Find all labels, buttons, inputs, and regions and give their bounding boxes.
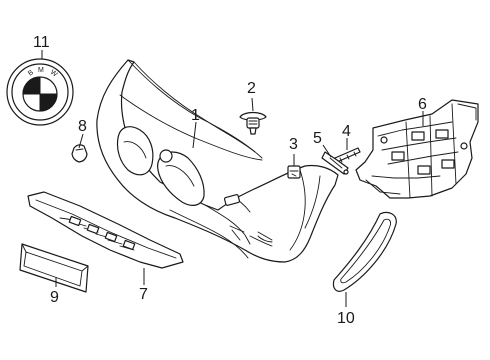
callout-5: 5 <box>313 130 322 147</box>
callout-11: 11 <box>33 34 50 51</box>
leader-lines <box>41 50 424 307</box>
callout-4: 4 <box>342 123 351 140</box>
callout-3: 3 <box>289 136 298 153</box>
bracket-part-5[interactable] <box>321 151 349 175</box>
svg-text:M: M <box>38 67 44 74</box>
clip-part-3[interactable] <box>287 165 301 179</box>
svg-text:W: W <box>49 69 59 79</box>
callout-10: 10 <box>337 310 355 327</box>
callout-6: 6 <box>418 96 427 113</box>
callout-9: 9 <box>50 289 59 306</box>
callout-labels: 1 2 3 4 5 6 7 8 9 10 11 <box>33 34 427 327</box>
callout-7: 7 <box>139 286 148 303</box>
emblem-part[interactable]: B M W <box>6 58 74 126</box>
clip-part-8[interactable] <box>71 144 88 163</box>
callout-8: 8 <box>78 118 87 135</box>
svg-text:B: B <box>27 69 35 78</box>
reflector-part[interactable] <box>332 211 397 292</box>
bumper-carrier-part[interactable] <box>355 99 479 199</box>
callout-1: 1 <box>191 107 200 124</box>
bumper-cover-part[interactable] <box>96 59 339 263</box>
rivet-part[interactable] <box>239 111 267 135</box>
callout-2: 2 <box>247 80 256 97</box>
license-bracket-part[interactable] <box>19 243 89 293</box>
lower-deflector-part[interactable] <box>27 191 184 269</box>
bracket-part-4[interactable] <box>334 147 361 163</box>
